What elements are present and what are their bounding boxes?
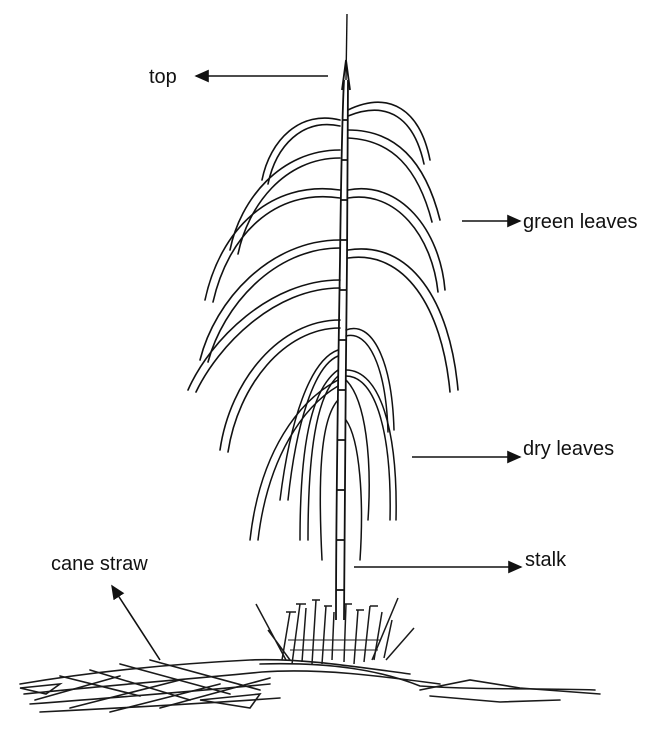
label-stalk: stalk: [525, 550, 566, 570]
cane-straw-litter: [20, 660, 600, 712]
dry-leaves: [250, 328, 396, 560]
label-cane-straw: cane straw: [51, 554, 148, 574]
cane-stubble: [256, 598, 414, 664]
cane-stalk: [336, 14, 350, 620]
label-green-leaves: green leaves: [523, 212, 638, 232]
label-dry-leaves: dry leaves: [523, 439, 614, 459]
label-top: top: [149, 67, 177, 87]
cane-straw-arrow: [112, 586, 160, 660]
